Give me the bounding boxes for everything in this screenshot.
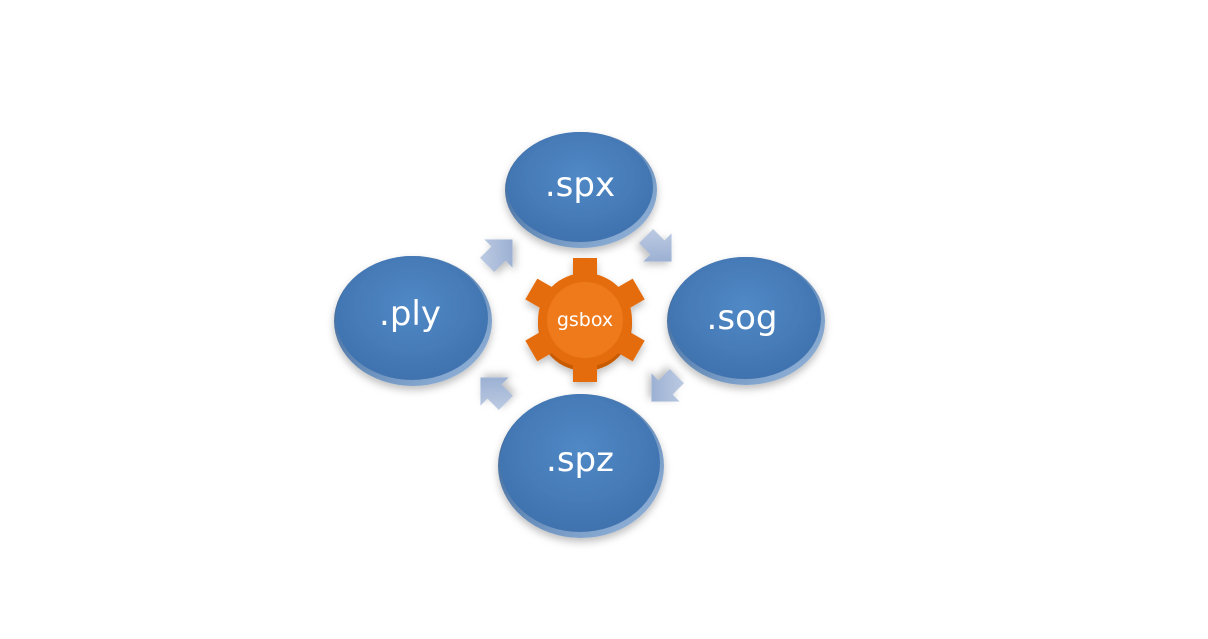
gear-icon: gsbox	[525, 258, 645, 382]
node-ply: .ply	[334, 256, 492, 386]
node-sog: .sog	[667, 257, 825, 385]
node-label: .spx	[545, 165, 615, 205]
node-label: .ply	[379, 294, 441, 334]
arrow-spz-to-ply	[480, 377, 513, 410]
node-spz: .spz	[498, 394, 664, 538]
node-spx: .spx	[505, 132, 657, 248]
node-label: .sog	[707, 298, 778, 338]
arrow-spx-to-sog	[639, 229, 672, 262]
arrow-sog-to-spz	[651, 369, 684, 402]
arrow-ply-to-spx	[480, 239, 513, 272]
center-label: gsbox	[557, 309, 613, 331]
node-label: .spz	[546, 440, 614, 480]
